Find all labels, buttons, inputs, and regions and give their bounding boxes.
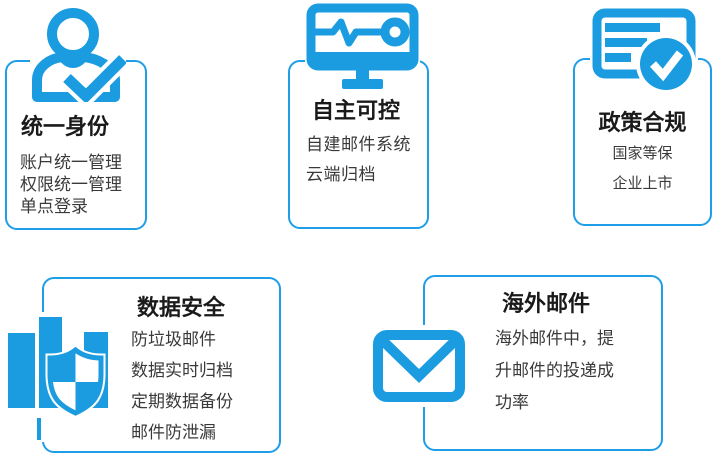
feature-line: 云端归档: [306, 165, 376, 184]
card-body: 国家等保 企业上市: [575, 146, 710, 206]
document-check-icon: [590, 7, 698, 95]
card-title: 海外邮件: [502, 291, 591, 316]
feature-line: 权限统一管理: [20, 175, 122, 194]
card-body: 防垃圾邮件 数据实时归档 定期数据备份 邮件防泄漏: [131, 331, 233, 455]
card-body: 自建邮件系统 云端归档: [306, 136, 411, 196]
card-title: 统一身份: [21, 114, 110, 139]
person-check-icon: [30, 4, 126, 102]
card-title: 自主可控: [312, 98, 401, 123]
barchart-shield-icon: [4, 312, 112, 442]
feature-line: 功率: [495, 393, 529, 412]
feature-line: 国家等保: [612, 145, 673, 162]
feature-line: 单点登录: [20, 197, 88, 216]
feature-line: 定期数据备份: [131, 392, 233, 411]
feature-line: 数据实时归档: [131, 361, 233, 380]
envelope-icon: [368, 325, 470, 407]
card-title: 政策合规: [598, 110, 687, 135]
card-body: 账户统一管理 权限统一管理 单点登录: [20, 154, 122, 220]
feature-line: 防垃圾邮件: [131, 330, 216, 349]
feature-line: 邮件防泄漏: [131, 423, 216, 442]
card-body: 海外邮件中，提 升邮件的投递成 功率: [495, 330, 625, 426]
feature-line: 账户统一管理: [20, 153, 122, 172]
feature-line: 企业上市: [612, 175, 673, 192]
monitor-pulse-icon: [305, 2, 420, 90]
feature-line: 升邮件的投递成: [495, 361, 614, 380]
feature-line: 海外邮件中，提: [495, 329, 614, 348]
feature-line: 自建邮件系统: [306, 135, 411, 154]
card-title: 数据安全: [137, 295, 226, 320]
